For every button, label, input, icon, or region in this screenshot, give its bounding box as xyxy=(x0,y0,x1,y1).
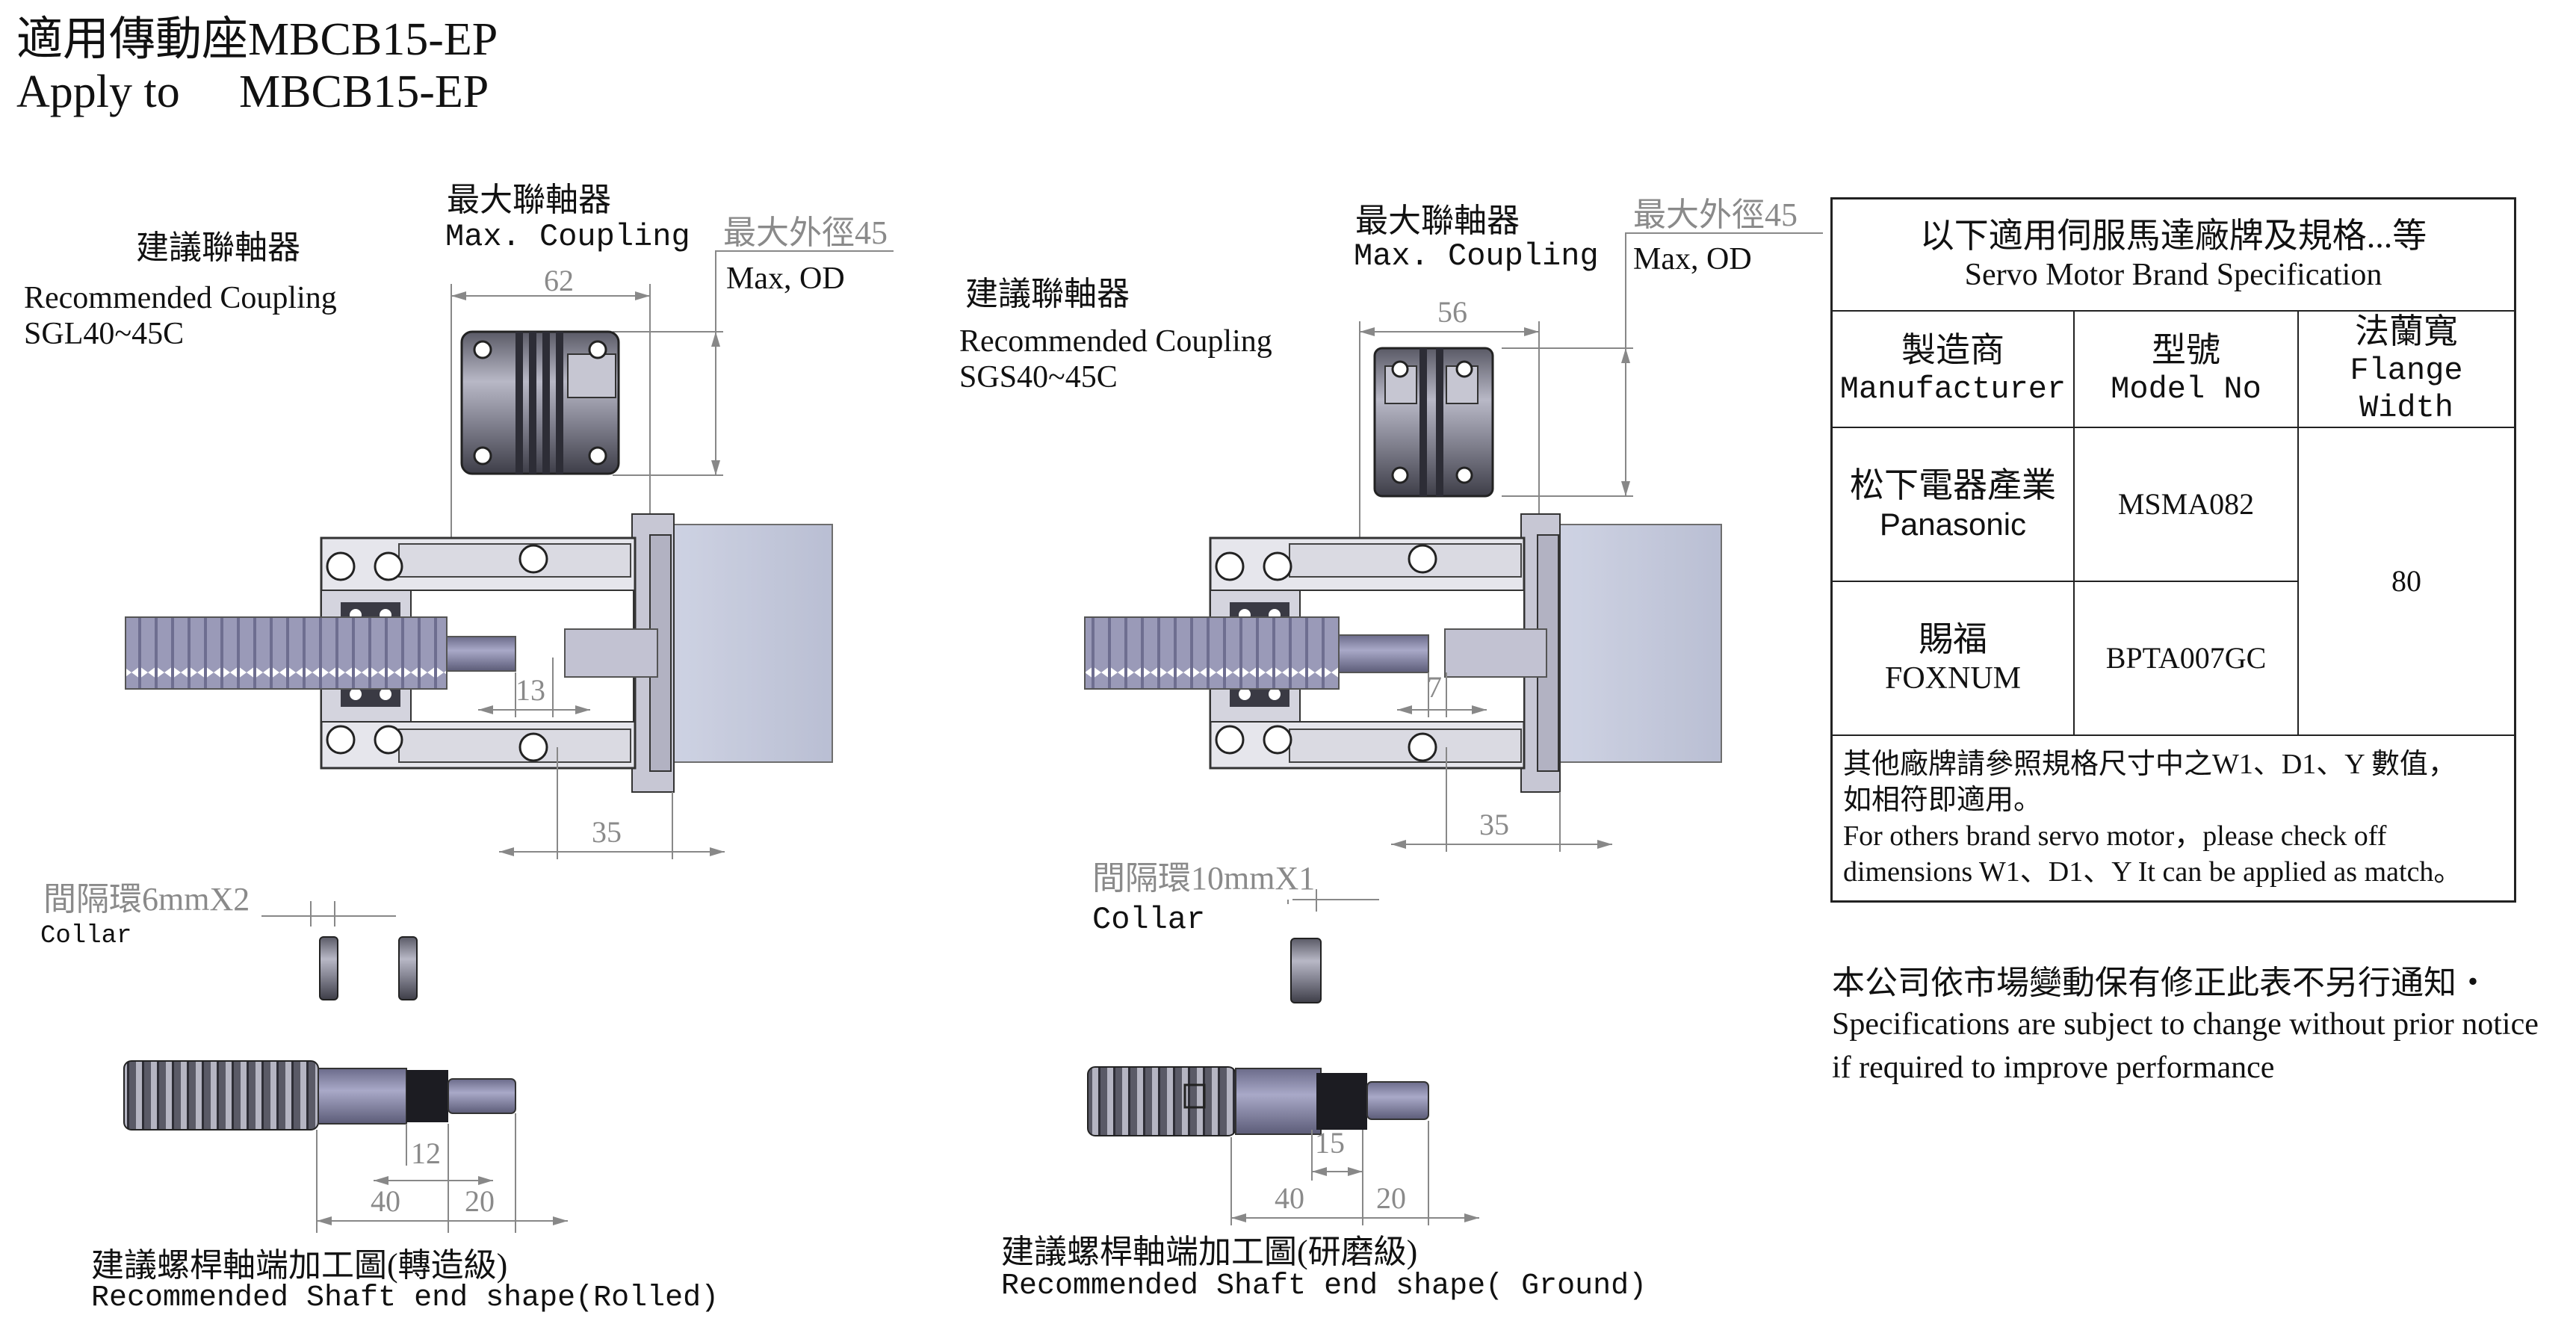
note-en-line-1: For others brand servo motor，please chec… xyxy=(1843,820,2387,852)
spec-table-note-row: 其他廠牌請參照規格尺寸中之W1、D1、Y 數值， 如相符即適用。 For oth… xyxy=(1830,734,2516,902)
left-shaft-caption-zh: 建議螺桿軸端加工圖(轉造級) xyxy=(91,1247,508,1284)
right-shaft-caption-en: Recommended Shaft end shape( Ground) xyxy=(1001,1269,1647,1303)
left-max-coupling-zh: 最大聯軸器 xyxy=(447,182,611,218)
left-assembly-drawing xyxy=(123,250,894,1233)
right-dim-gap: 7 xyxy=(1427,670,1442,704)
page-title-zh: 適用傳動座MBCB15-EP xyxy=(16,14,498,65)
left-dim-coupling-width: 62 xyxy=(544,264,574,297)
note-zh-line-1: 其他廠牌請參照規格尺寸中之W1、D1、Y 數值， xyxy=(1843,748,2456,780)
manufacturer-zh: 松下電器產業 xyxy=(1850,465,2056,504)
servo-motor-spec-table: 以下適用伺服馬達廠牌及規格...等 Servo Motor Brand Spec… xyxy=(1830,197,2516,903)
right-dim-coupling-width: 56 xyxy=(1437,295,1467,329)
note-en-line-2: dimensions W1、D1、Y It can be applied as … xyxy=(1843,856,2462,888)
page-title-en-prefix: Apply to xyxy=(16,66,180,117)
left-dim-shaft-40: 40 xyxy=(371,1184,400,1218)
column-header-model-en: Model No xyxy=(2111,371,2261,407)
left-max-coupling-en: Max. Coupling xyxy=(445,219,690,255)
right-dim-shaft-40: 40 xyxy=(1275,1181,1304,1215)
right-dim-shaft-20: 20 xyxy=(1376,1181,1406,1215)
model-cell: MSMA082 xyxy=(2073,426,2299,582)
note-zh-line-2: 如相符即適用。 xyxy=(1843,784,2043,816)
right-shaft-caption-zh: 建議螺桿軸端加工圖(研磨級) xyxy=(1001,1234,1418,1270)
table-row: 松下電器產業 Panasonic MSMA082 80 xyxy=(1830,426,2516,736)
right-max-od-en: Max, OD xyxy=(1633,242,1752,276)
column-header-flange-width-en: Flange Width xyxy=(2350,352,2463,426)
spec-table-header-en: Servo Motor Brand Specification xyxy=(1964,257,2383,292)
right-max-coupling-zh: 最大聯軸器 xyxy=(1355,202,1520,239)
right-collar-label-zh: 間隔環10mmX1 xyxy=(1092,860,1316,897)
page-title-en-model: MBCB15-EP xyxy=(239,66,489,117)
notice-en-line-2: if required to improve performance xyxy=(1832,1051,2275,1085)
manufacturer-en: FOXNUM xyxy=(1884,661,2022,696)
right-coupling-model: SGS40~45C xyxy=(959,360,1118,395)
left-dim-gap: 13 xyxy=(515,673,545,707)
model-cell: BPTA007GC xyxy=(2073,580,2299,736)
right-assembly-drawing xyxy=(1084,232,1823,1225)
left-coupling-label-zh: 建議聯軸器 xyxy=(136,229,300,266)
column-header-manufacturer: 製造商 Manufacturer xyxy=(1830,309,2075,428)
left-coupling-model: SGL40~45C xyxy=(24,317,185,351)
table-row: 賜福 FOXNUM BPTA007GC xyxy=(1830,580,2515,736)
manufacturer-zh: 賜福 xyxy=(1919,619,1987,658)
column-header-flange-width: 法蘭寬 Flange Width xyxy=(2297,309,2516,428)
left-coupling-label-en: Recommended Coupling xyxy=(24,281,337,315)
left-max-od-en: Max, OD xyxy=(726,262,845,296)
left-collar-label-en: Collar xyxy=(40,922,132,950)
spec-table-note: 其他廠牌請參照規格尺寸中之W1、D1、Y 數值， 如相符即適用。 For oth… xyxy=(1830,734,2516,902)
spec-table-header-zh: 以下適用伺服馬達廠牌及規格...等 xyxy=(1919,216,2427,255)
left-dim-shaft-20: 20 xyxy=(465,1184,495,1218)
spec-table-header-row: 以下適用伺服馬達廠牌及規格...等 Servo Motor Brand Spec… xyxy=(1830,197,2516,312)
notice-zh: 本公司依市場變動保有修正此表不另行通知・ xyxy=(1832,965,2489,1001)
right-coupling-label-en: Recommended Coupling xyxy=(959,324,1272,359)
manufacturer-cell: 松下電器產業 Panasonic xyxy=(1830,426,2075,582)
manufacturer-en: Panasonic xyxy=(1879,506,2027,542)
column-header-manufacturer-zh: 製造商 xyxy=(1901,330,2004,369)
left-shaft-caption-en: Recommended Shaft end shape(Rolled) xyxy=(91,1281,719,1315)
notice-en-line-1: Specifications are subject to change wit… xyxy=(1832,1007,2539,1042)
spec-table-header: 以下適用伺服馬達廠牌及規格...等 Servo Motor Brand Spec… xyxy=(1830,197,2516,312)
right-dim-flange: 35 xyxy=(1479,808,1509,841)
right-coupling-label-zh: 建議聯軸器 xyxy=(965,276,1130,312)
left-dim-flange: 35 xyxy=(592,815,622,849)
left-dim-shaft-12: 12 xyxy=(411,1136,441,1170)
column-header-model: 型號 Model No xyxy=(2073,309,2299,428)
column-header-model-zh: 型號 xyxy=(2152,330,2220,369)
right-collar-label-en: Collar xyxy=(1092,902,1206,938)
left-max-od-zh: 最大外徑45 xyxy=(723,214,888,251)
column-header-manufacturer-en: Manufacturer xyxy=(1839,371,2066,407)
spec-table-column-headers: 製造商 Manufacturer 型號 Model No 法蘭寬 Flange … xyxy=(1830,309,2516,428)
right-max-od-zh: 最大外徑45 xyxy=(1633,197,1798,233)
right-max-coupling-en: Max. Coupling xyxy=(1354,238,1599,274)
manufacturer-cell: 賜福 FOXNUM xyxy=(1830,580,2075,736)
left-collar-label-zh: 間隔環6mmX2 xyxy=(43,881,250,918)
flange-width-cell: 80 xyxy=(2297,426,2516,736)
right-dim-shaft-15: 15 xyxy=(1315,1126,1345,1160)
column-header-flange-width-zh: 法蘭寬 xyxy=(2355,312,2458,350)
